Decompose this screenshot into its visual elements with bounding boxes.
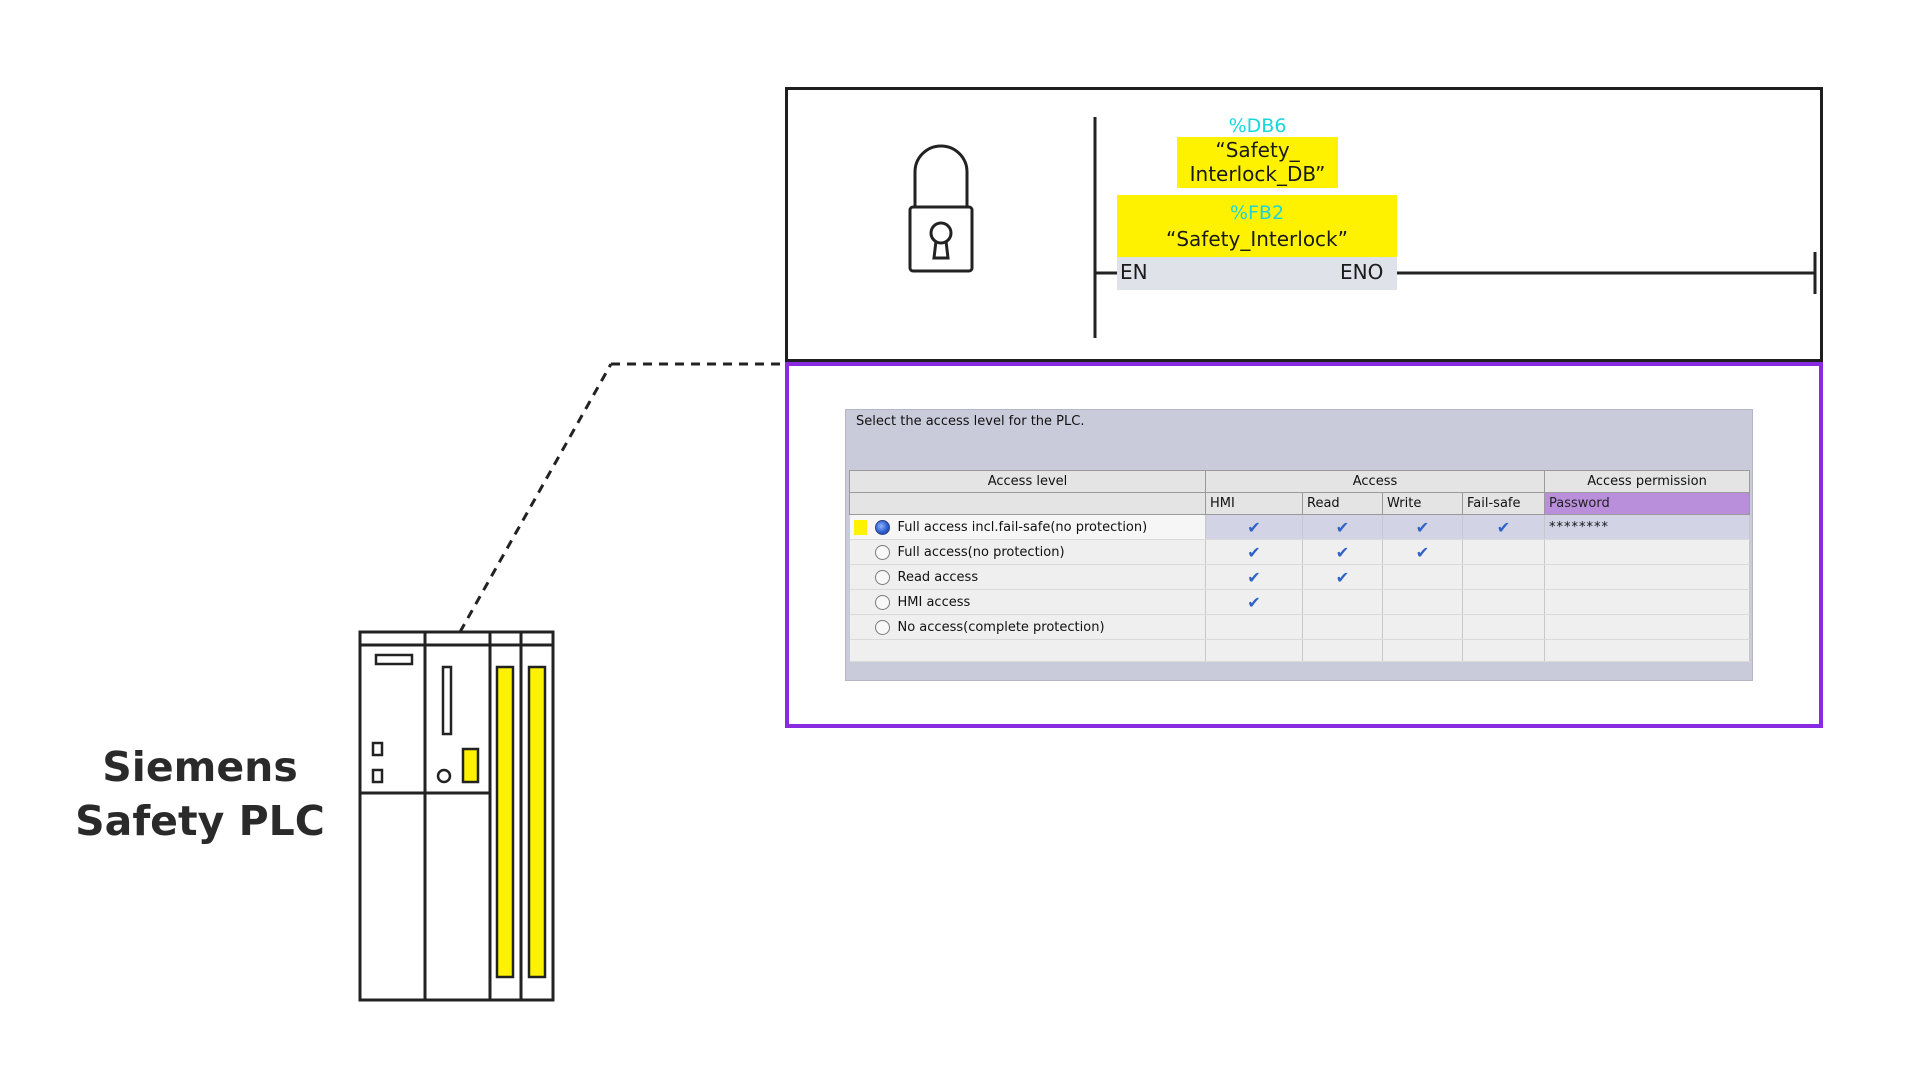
table-row[interactable]: Full access(no protection) ✔ ✔ ✔: [849, 539, 1751, 565]
access-rows: Full access incl.fail-safe(no protection…: [849, 514, 1751, 662]
access-write-cell: [1382, 614, 1463, 640]
table-row[interactable]: Full access incl.fail-safe(no protection…: [849, 514, 1751, 540]
empty-cell: [1302, 639, 1383, 662]
password-cell[interactable]: [1544, 564, 1751, 590]
access-read-cell: ✔: [1302, 564, 1383, 590]
access-write-cell: [1382, 564, 1463, 590]
access-fail-safe-cell: ✔: [1462, 514, 1546, 540]
plc-label-line2: Safety PLC: [75, 797, 325, 845]
check-icon: ✔: [1415, 542, 1430, 562]
access-level-label: Full access incl.fail-safe(no protection…: [897, 519, 1148, 535]
empty-cell: [1382, 639, 1463, 662]
plc-label: Siemens Safety PLC: [70, 740, 330, 848]
db-address: %DB6: [1228, 115, 1287, 137]
access-level-label: Full access(no protection): [897, 544, 1065, 560]
ladder-rungs: [908, 117, 1817, 338]
access-fail-safe-cell: [1462, 564, 1546, 590]
empty-cell: [1544, 639, 1751, 662]
fb-name: “Safety_Interlock”: [1165, 227, 1348, 251]
subheader-empty: [849, 492, 1206, 515]
access-fail-safe-cell: [1462, 614, 1546, 640]
check-icon: ✔: [1415, 517, 1430, 537]
empty-cell: [1462, 639, 1546, 662]
check-icon: ✔: [1247, 592, 1261, 612]
access-write-cell: [1382, 589, 1463, 615]
empty-cell: [849, 639, 1206, 662]
password-cell[interactable]: ********: [1544, 514, 1751, 540]
header-access: Access: [1204, 470, 1546, 493]
password-cell[interactable]: [1544, 539, 1751, 565]
password-cell[interactable]: [1544, 614, 1751, 640]
access-level-label: No access(complete protection): [897, 619, 1105, 635]
check-icon: ✔: [1247, 567, 1261, 587]
access-level-cell[interactable]: HMI access: [849, 589, 1206, 615]
empty-cell: [1205, 639, 1303, 662]
access-read-cell: ✔: [1302, 514, 1383, 540]
subheader-password: Password: [1544, 492, 1751, 515]
fb-block: [1117, 195, 1397, 257]
plc-rack-icon: [358, 630, 555, 1002]
access-level-cell[interactable]: Full access incl.fail-safe(no protection…: [849, 514, 1206, 540]
check-icon: ✔: [1247, 517, 1261, 537]
access-level-radio[interactable]: [874, 619, 890, 635]
access-level-label: Read access: [897, 569, 979, 585]
check-icon: ✔: [1335, 517, 1350, 537]
access-level-radio[interactable]: [874, 519, 890, 535]
access-prompt: Select the access level for the PLC.: [856, 414, 1085, 429]
subheader-write: Write: [1382, 492, 1463, 515]
table-row[interactable]: No access(complete protection): [849, 614, 1751, 640]
access-level-cell[interactable]: Read access: [849, 564, 1206, 590]
fb-address: %FB2: [1229, 202, 1285, 224]
access-hmi-cell: ✔: [1205, 564, 1303, 590]
connector-line: [458, 363, 613, 633]
subheader-fail-safe: Fail-safe: [1461, 492, 1546, 515]
plc-label-line1: Siemens: [102, 743, 298, 791]
en-label: EN: [1120, 260, 1148, 284]
subheader-read: Read: [1302, 492, 1383, 515]
access-level-table: Access level Access Access permission HM…: [849, 470, 1751, 662]
access-read-cell: ✔: [1302, 539, 1383, 565]
selection-marker: [853, 519, 867, 535]
table-row[interactable]: HMI access ✔: [849, 589, 1751, 615]
table-row[interactable]: Read access ✔ ✔: [849, 564, 1751, 590]
subheader-hmi: HMI: [1205, 492, 1303, 515]
db-name-line2: Interlock_DB”: [1189, 162, 1326, 186]
access-read-cell: [1302, 589, 1383, 615]
access-level-cell[interactable]: No access(complete protection): [849, 614, 1206, 640]
access-write-cell: ✔: [1382, 539, 1463, 565]
access-write-cell: ✔: [1382, 514, 1463, 540]
access-fail-safe-cell: [1462, 589, 1546, 615]
access-read-cell: [1302, 614, 1383, 640]
access-level-radio[interactable]: [874, 569, 890, 585]
password-cell[interactable]: [1544, 589, 1751, 615]
access-hmi-cell: ✔: [1205, 514, 1303, 540]
access-level-radio[interactable]: [874, 594, 890, 610]
eno-label: ENO: [1340, 260, 1384, 284]
access-fail-safe-cell: [1462, 539, 1546, 565]
access-level-label: HMI access: [897, 594, 971, 610]
check-icon: ✔: [1335, 567, 1350, 587]
access-level-cell[interactable]: Full access(no protection): [849, 539, 1206, 565]
access-hmi-cell: ✔: [1205, 539, 1303, 565]
padlock-icon: [908, 144, 974, 273]
access-hmi-cell: ✔: [1205, 589, 1303, 615]
header-access-level: Access level: [849, 470, 1206, 493]
access-hmi-cell: [1205, 614, 1303, 640]
db-name-line1: “Safety_: [1215, 138, 1300, 162]
db-name: “Safety_ Interlock_DB”: [1177, 138, 1338, 186]
check-icon: ✔: [1496, 517, 1511, 537]
check-icon: ✔: [1335, 542, 1350, 562]
header-access-permission: Access permission: [1544, 470, 1751, 493]
table-row-empty: [849, 639, 1751, 662]
check-icon: ✔: [1247, 542, 1261, 562]
fb-io-strip: [1117, 257, 1397, 290]
db-block: [1177, 137, 1338, 188]
access-level-radio[interactable]: [874, 544, 890, 560]
